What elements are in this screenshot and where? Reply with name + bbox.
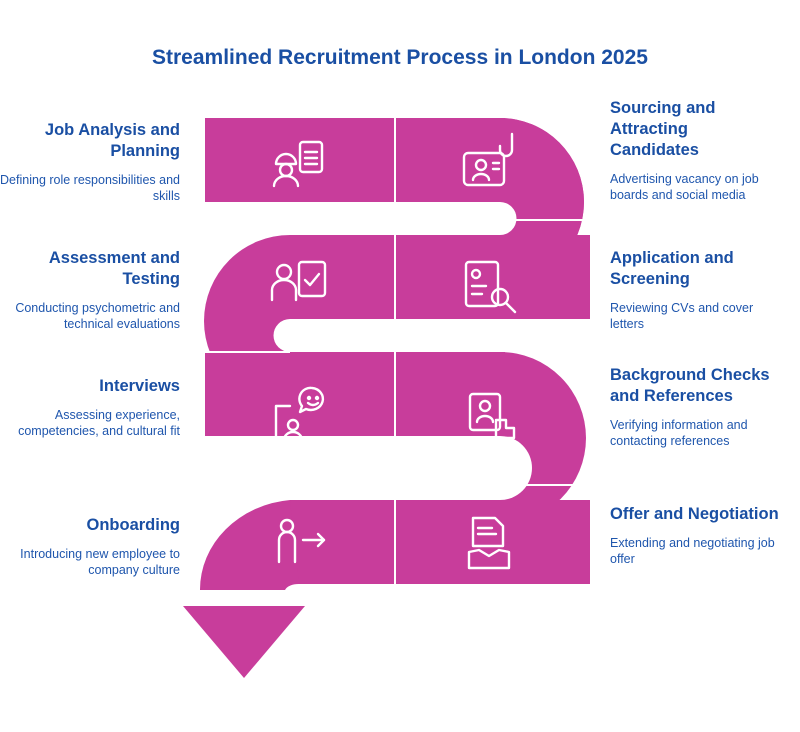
snake-path bbox=[183, 118, 590, 678]
step-assessment: Assessment and Testing Conducting psycho… bbox=[0, 248, 180, 332]
step-interviews: Interviews Assessing experience, compete… bbox=[0, 376, 180, 439]
worker-clipboard-icon bbox=[272, 140, 324, 188]
step-description: Introducing new employee to company cult… bbox=[20, 547, 180, 577]
step-description: Advertising vacancy on job boards and so… bbox=[610, 172, 759, 202]
step-title: Offer and Negotiation bbox=[610, 505, 779, 523]
step-title: Assessment and Testing bbox=[48, 249, 180, 288]
step-title: Onboarding bbox=[86, 516, 181, 534]
step-sourcing: Sourcing and Attracting Candidates Adver… bbox=[610, 98, 780, 203]
person-checklist-icon bbox=[270, 260, 327, 302]
profile-card-hook-icon bbox=[462, 132, 514, 187]
step-description: Defining role responsibilities and skill… bbox=[0, 173, 180, 203]
step-description: Conducting psychometric and technical ev… bbox=[15, 301, 180, 331]
step-dividers bbox=[205, 118, 590, 584]
step-onboarding: Onboarding Introducing new employee to c… bbox=[0, 515, 180, 578]
person-arrow-icon bbox=[277, 518, 326, 564]
step-description: Assessing experience, competencies, and … bbox=[18, 408, 180, 438]
snake-inner-cutouts bbox=[205, 202, 585, 500]
document-verify-icon bbox=[468, 392, 516, 440]
step-title: Sourcing and Attracting Candidates bbox=[610, 99, 716, 159]
step-background-checks: Background Checks and References Verifyi… bbox=[610, 365, 780, 449]
step-title: Job Analysis and Planning bbox=[44, 121, 180, 160]
step-title: Background Checks and References bbox=[610, 366, 770, 405]
page-title: Streamlined Recruitment Process in Londo… bbox=[152, 46, 648, 69]
interview-speech-icon bbox=[274, 386, 325, 442]
step-description: Verifying information and contacting ref… bbox=[610, 418, 748, 448]
step-job-analysis: Job Analysis and Planning Defining role … bbox=[0, 120, 180, 204]
contract-handshake-icon bbox=[467, 516, 511, 570]
step-application: Application and Screening Reviewing CVs … bbox=[610, 248, 780, 332]
step-description: Reviewing CVs and cover letters bbox=[610, 301, 754, 331]
step-title: Application and Screening bbox=[610, 249, 734, 288]
step-title: Interviews bbox=[99, 377, 180, 395]
step-description: Extending and negotiating job offer bbox=[610, 536, 775, 566]
document-magnifier-icon bbox=[464, 260, 517, 314]
step-offer: Offer and Negotiation Extending and nego… bbox=[610, 504, 780, 567]
step-icons bbox=[270, 132, 517, 570]
